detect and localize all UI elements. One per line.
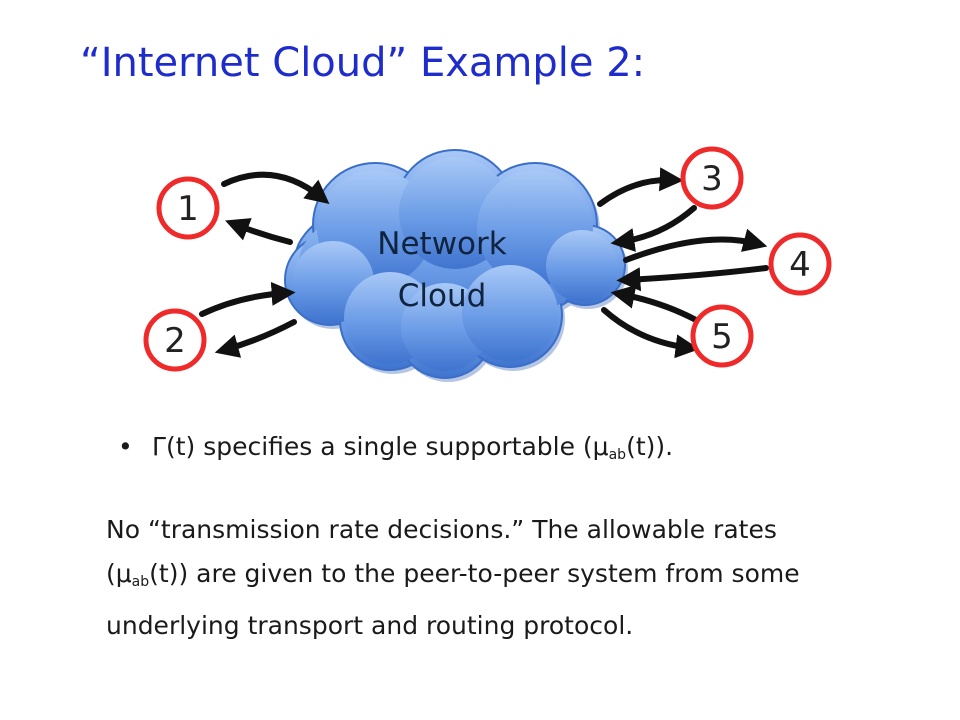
paragraph-part1: No “transmission rate decisions.” The al… [106,515,777,588]
node-4: 4 [768,232,832,296]
explanation-paragraph: No “transmission rate decisions.” The al… [106,508,846,648]
paragraph-part2: (t)) are given to the peer-to-peer syste… [106,559,800,640]
node-3-label: 3 [701,159,723,199]
bullet-text-post: (t)). [626,432,674,461]
arrow-node5-to-cloud [610,284,699,323]
arrow-node4-to-cloud [616,265,769,292]
bullet-item: • Γ(t) specifies a single supportable (μa… [118,432,673,463]
node-1-label: 1 [177,189,199,229]
bullet-dot: • [118,432,133,461]
bullet-text-pre: (t) specifies a single supportable (μ [165,432,609,461]
node-5: 5 [690,304,754,368]
arrow-node2-to-cloud [199,281,296,317]
bullet-subscript: ab [608,447,627,463]
arrow-cloud-to-node5 [601,307,700,359]
node-1: 1 [156,176,220,240]
paragraph-subscript: ab [131,574,150,590]
slide-title: “Internet Cloud” Example 2: [80,40,646,86]
node-5-label: 5 [711,317,733,357]
node-4-label: 4 [789,245,811,285]
node-2: 2 [143,308,207,372]
arrow-cloud-to-node4 [623,228,768,263]
network-diagram: Network Cloud 1 2 3 4 5 [143,146,832,382]
arrow-node3-to-cloud [610,205,697,252]
arrow-cloud-to-node1 [225,218,293,245]
cloud-label-line2: Cloud [398,278,487,314]
arrow-node1-to-cloud [221,171,330,205]
arrow-cloud-to-node3 [597,167,684,207]
network-cloud: Network Cloud [284,149,628,382]
node-2-label: 2 [164,321,186,361]
arrow-cloud-to-node2 [214,319,297,358]
node-3: 3 [680,146,744,210]
gamma-symbol: Γ [152,432,166,461]
cloud-label-line1: Network [377,226,506,262]
